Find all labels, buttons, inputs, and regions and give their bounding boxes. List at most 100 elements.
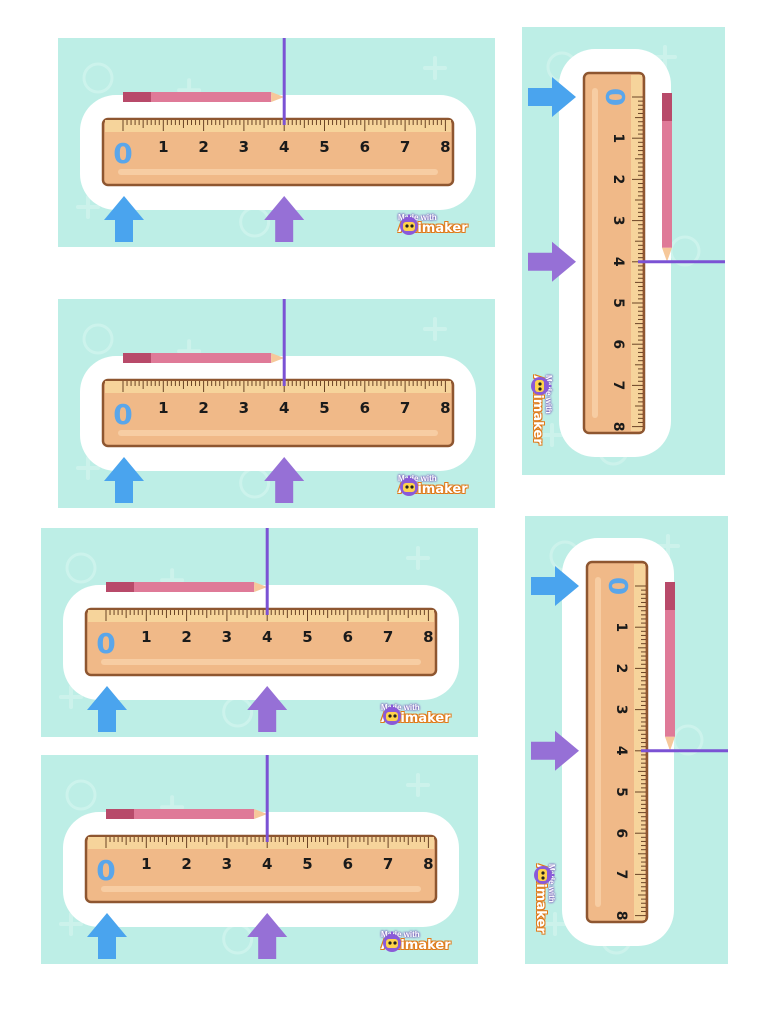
pencil-icon: [662, 93, 672, 262]
ruler-number: 6: [613, 828, 629, 838]
doodle-circle: [65, 779, 97, 811]
animaker-robot-icon: [400, 475, 418, 496]
ruler-number: 0: [96, 627, 115, 660]
ruler-number: 2: [181, 628, 191, 646]
doodle-plus: [543, 912, 567, 936]
pencil-body: [123, 92, 272, 102]
pencil-eraser: [662, 93, 672, 121]
doodle-plus: [406, 546, 430, 570]
ruler-number: 8: [440, 138, 450, 156]
doodle-plus: [423, 317, 447, 341]
ruler-tick-strip: [88, 610, 434, 622]
pencil-body: [123, 353, 272, 363]
watermark-made-with: Made with: [381, 930, 420, 939]
ruler-body: [582, 71, 646, 435]
purple-arrow-icon: [528, 241, 576, 282]
ruler-body: [585, 560, 649, 924]
watermark: Made with Animaker: [381, 704, 451, 725]
ruler-number: 7: [400, 138, 410, 156]
pencil-tip: [254, 582, 268, 592]
ruler-highlight: [101, 886, 421, 892]
doodle-plus: [540, 423, 564, 447]
ruler-number: 3: [222, 855, 232, 873]
pencil-body: [106, 582, 255, 592]
purple-arrow-icon: [264, 196, 305, 242]
ruler-number: 8: [423, 628, 433, 646]
pencil-body: [665, 582, 675, 737]
ruler-number: 0: [602, 577, 632, 595]
ruler-tick-strip: [631, 75, 642, 431]
ruler-number: 8: [423, 855, 433, 873]
animaker-robot-icon: [383, 931, 401, 952]
ruler-number: 7: [400, 399, 410, 417]
ruler-number: 4: [262, 628, 272, 646]
pencil-body: [106, 809, 255, 819]
ruler-number: 4: [613, 746, 629, 756]
pencil-eraser: [665, 582, 675, 610]
purple-arrow-icon: [247, 913, 288, 959]
ruler-highlight: [592, 88, 598, 418]
ruler-tick-strip: [105, 381, 451, 393]
doodle-circle: [239, 206, 271, 238]
doodle-plus: [59, 685, 83, 709]
ruler-number: 8: [610, 422, 626, 432]
pencil-icon: [665, 582, 675, 751]
ruler-number: 4: [262, 855, 272, 873]
blue-arrow-icon: [87, 686, 127, 732]
ruler-tick-strip: [634, 564, 645, 920]
ruler-body: [84, 834, 438, 904]
ruler-number: 3: [239, 138, 249, 156]
ruler-number: 1: [613, 622, 629, 632]
blue-arrow-icon: [104, 196, 144, 242]
ruler-number: 3: [610, 216, 626, 226]
pencil-body: [662, 93, 672, 248]
pencil-eraser: [106, 582, 134, 592]
watermark: Made with Animaker: [398, 214, 468, 235]
doodle-circle: [222, 923, 254, 955]
ruler-number: 5: [319, 138, 329, 156]
pencil-icon: [123, 353, 285, 363]
ruler-number: 7: [613, 870, 629, 880]
watermark-made-with: Made with: [398, 213, 437, 222]
ruler-number: 6: [360, 399, 370, 417]
ruler-number: 5: [302, 628, 312, 646]
ruler-number: 6: [610, 339, 626, 349]
ruler-number: 1: [158, 399, 168, 417]
ruler-highlight: [101, 659, 421, 665]
ruler-number: 2: [198, 138, 208, 156]
ruler-number: 7: [610, 381, 626, 391]
watermark: Made with Animaker: [381, 931, 451, 952]
ruler-body: [101, 378, 455, 448]
ruler-number: 6: [343, 855, 353, 873]
animaker-robot-icon: [383, 704, 401, 725]
ruler-number: 5: [302, 855, 312, 873]
ruler-number: 0: [113, 398, 132, 431]
ruler-number: 3: [222, 628, 232, 646]
ruler-highlight: [118, 430, 438, 436]
pencil-tip: [662, 247, 672, 262]
ruler-number: 7: [383, 628, 393, 646]
ruler-body: [101, 117, 455, 187]
blue-arrow-icon: [528, 77, 576, 117]
ruler-number: 5: [319, 399, 329, 417]
ruler-number: 4: [610, 257, 626, 267]
ruler-number: 0: [113, 137, 132, 170]
purple-arrow-icon: [247, 686, 288, 732]
blue-arrow-icon: [104, 457, 144, 503]
doodle-plus: [76, 195, 100, 219]
ruler-number: 0: [599, 88, 629, 106]
